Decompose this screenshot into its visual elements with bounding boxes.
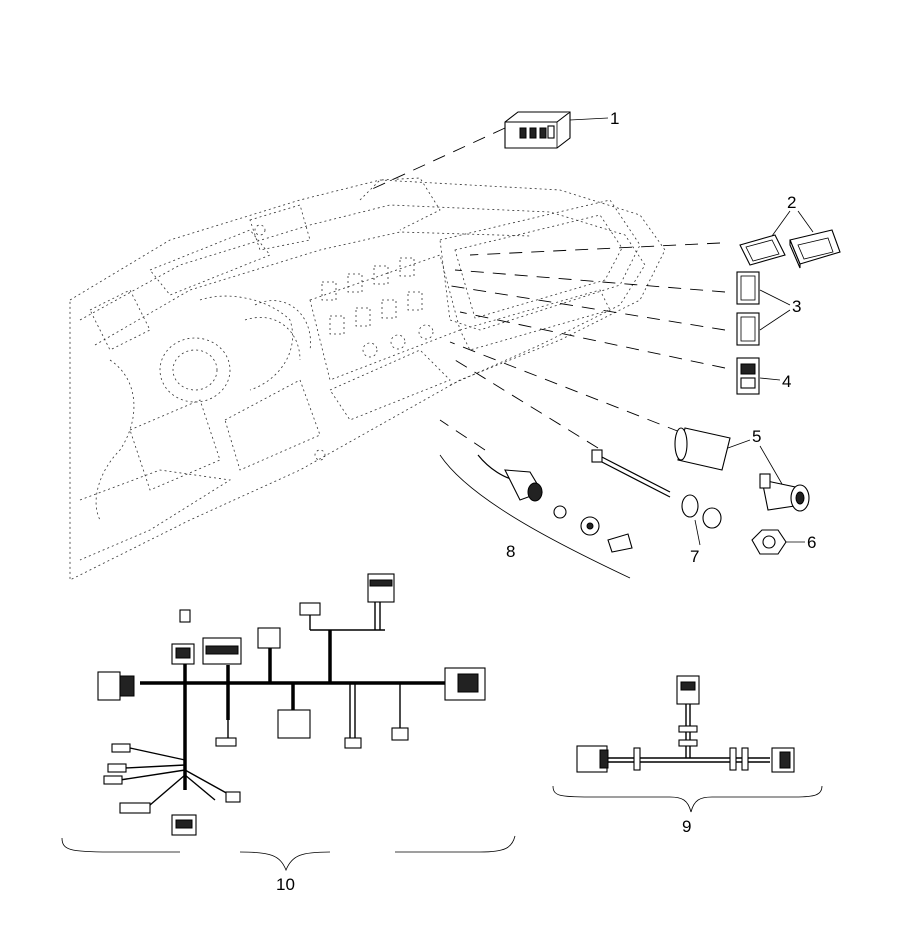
callout-8: 8	[506, 542, 515, 561]
callout-6: 6	[807, 533, 816, 552]
callout-1: 1	[610, 109, 619, 128]
part-4-switch: 4	[736, 357, 791, 395]
part-9-secondary-harness: 9	[552, 675, 823, 836]
part-5-power-outlet: 5	[674, 427, 810, 512]
part-8-ignition-switch: 8	[439, 454, 633, 579]
part-7-lighter-plug: 7	[591, 449, 722, 566]
part-1-switch-block: 1	[504, 109, 619, 149]
leader-lines	[369, 127, 726, 451]
callout-10: 10	[276, 875, 295, 894]
part-6-nut: 6	[751, 529, 816, 555]
callout-5: 5	[752, 427, 761, 446]
part-10-main-harness: 10	[61, 573, 516, 894]
callout-9: 9	[682, 817, 691, 836]
dashboard-panel	[69, 177, 666, 581]
callout-7: 7	[690, 547, 699, 566]
part-3-switch-caps: 3	[736, 271, 801, 346]
callout-2: 2	[787, 193, 796, 212]
callout-3: 3	[792, 297, 801, 316]
callout-4: 4	[782, 372, 791, 391]
part-2-bezels: 2	[739, 193, 841, 269]
